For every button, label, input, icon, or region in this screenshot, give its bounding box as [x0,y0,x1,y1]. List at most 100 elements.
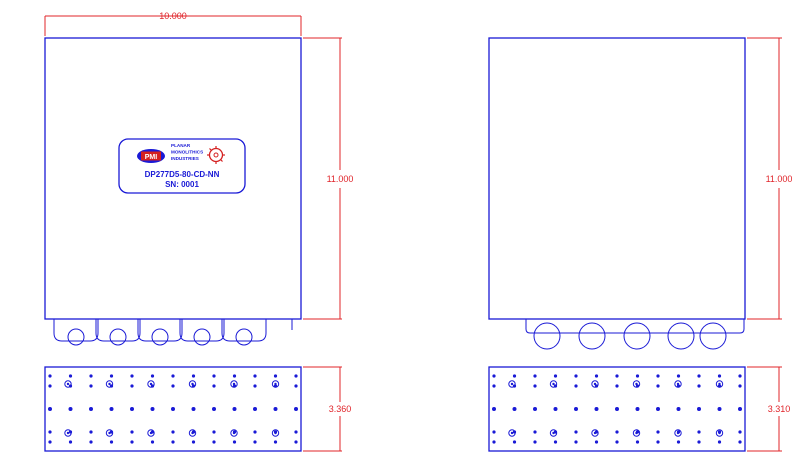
connector-footprint-center [232,382,236,386]
mounting-hole [656,440,660,444]
mounting-hole [150,407,155,411]
mounting-hole [89,384,93,388]
back-bottom-view: 3.310 [488,366,791,452]
mounting-hole [171,374,175,378]
mounting-hole [615,384,619,388]
mounting-hole [697,440,701,444]
connector-footprint-ring [271,429,280,437]
mounting-hole [533,440,537,444]
front-height-dimension: 11.000 [327,174,354,184]
mounting-hole [738,430,742,434]
back-connector-port [623,322,651,350]
mounting-hole [615,407,619,411]
mounting-hole [89,407,93,411]
mounting-hole [68,407,73,411]
mounting-hole [150,374,155,378]
connector-footprint-center [66,382,70,386]
mounting-hole [553,374,558,378]
mounting-hole [171,384,175,388]
mounting-hole [594,407,599,411]
connector-footprint-ring [105,380,114,388]
connector-footprint-ring [147,429,155,437]
back-height-dimension: 11.000 [766,174,793,184]
mounting-hole [109,407,114,411]
mounting-hole [191,374,196,378]
connector-footprint-center [108,382,111,386]
connector-footprint-center [66,431,70,435]
connector-footprint-ring [674,380,682,388]
mounting-hole [492,374,496,378]
connector-footprint-ring [549,380,558,388]
back-connector-port [578,322,606,350]
mounting-hole [533,430,537,434]
front-connector-port [109,328,127,346]
front-connector-port [151,328,169,346]
mounting-hole [171,430,175,434]
front-connector-tab [53,319,99,342]
back-view: 11.000 [488,37,793,350]
label-part-number: DP277D5-80-CD-NN [145,170,220,179]
product-label: PMI PLANAR MONOLITHICS INDUSTRIES DP277D… [118,138,246,194]
mounting-hole [533,384,537,388]
mounting-hole [615,374,619,378]
connector-footprint-center [635,382,638,386]
mounting-hole [717,440,722,444]
mounting-hole [533,374,537,378]
mounting-hole [109,440,114,444]
mounting-hole [574,384,578,388]
connector-footprint-center [274,431,277,435]
mounting-hole [48,407,52,411]
back-bottom-height-dimension: 3.310 [768,404,791,414]
mounting-hole [697,430,701,434]
mounting-hole [294,440,298,444]
svg-text:PMI: PMI [145,154,158,161]
mounting-hole [615,440,619,444]
mounting-hole [738,440,742,444]
mounting-hole [273,407,278,411]
connector-footprint-center [718,382,721,386]
mounting-hole [738,384,742,388]
mounting-hole [492,440,496,444]
mounting-hole [676,440,681,444]
mounting-hole [676,407,681,411]
front-connector-port [235,328,253,346]
mounting-hole [48,430,52,434]
back-bottom-holes [492,374,742,444]
mounting-hole [212,407,216,411]
mounting-hole [212,440,216,444]
mounting-hole [253,384,257,388]
connector-footprint-ring [715,429,724,437]
back-bottom-outline [488,366,746,452]
label-company-line-3: INDUSTRIES [171,156,199,161]
mounting-hole [656,374,660,378]
connector-footprint-center [149,431,153,435]
mounting-hole [294,374,298,378]
connector-footprint-center [108,431,111,435]
mounting-hole [574,407,578,411]
mounting-hole [130,384,134,388]
mounting-hole [553,440,558,444]
mounting-hole [574,430,578,434]
mounting-hole [574,374,578,378]
connector-footprint-ring [147,380,155,388]
mounting-hole [273,440,278,444]
front-body-outline [44,37,302,320]
label-company-line-2: MONOLITHICS [171,150,203,155]
mounting-hole [697,374,701,378]
mounting-hole [676,374,681,378]
mounting-hole [294,384,298,388]
mounting-hole [594,374,599,378]
connector-footprint-center [593,431,597,435]
connector-footprint-center [676,382,680,386]
connector-footprint-ring [591,380,599,388]
mounting-hole [697,384,701,388]
mounting-hole [512,374,517,378]
mounting-hole [68,440,73,444]
connector-footprint-center [149,382,153,386]
mounting-hole [171,407,175,411]
connector-footprint-ring [188,429,197,437]
mounting-hole [615,430,619,434]
mounting-hole [191,440,196,444]
mounting-hole [656,407,660,411]
